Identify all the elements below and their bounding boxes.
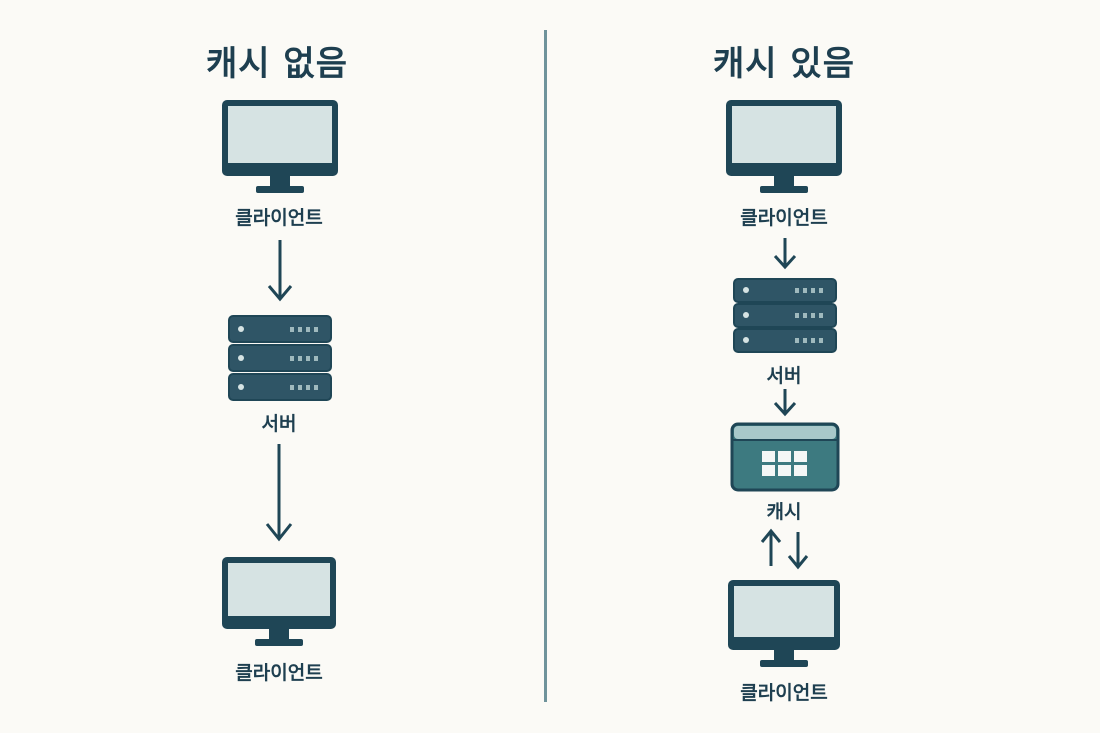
client-monitor-icon — [220, 98, 340, 196]
arrow-down-icon — [266, 238, 294, 302]
client-label: 클라이언트 — [740, 682, 828, 704]
panel-divider — [544, 30, 547, 702]
arrow-down-icon — [264, 442, 294, 542]
client-label: 클라이언트 — [235, 207, 323, 229]
cache-label: 캐시 — [766, 501, 802, 523]
bidirectional-arrows-icon — [757, 528, 813, 570]
client-label: 클라이언트 — [740, 207, 828, 229]
cache-icon — [730, 422, 840, 492]
server-label: 서버 — [766, 365, 802, 387]
server-rack-icon — [733, 278, 837, 354]
client-monitor-icon — [724, 98, 844, 196]
title-no-cache: 캐시 없음 — [206, 44, 348, 84]
client-monitor-icon — [220, 555, 338, 649]
arrow-down-icon — [772, 236, 798, 270]
client-monitor-icon — [726, 578, 842, 670]
server-rack-icon — [228, 315, 332, 401]
client-label: 클라이언트 — [235, 662, 323, 684]
title-with-cache: 캐시 있음 — [713, 44, 855, 84]
arrow-down-icon — [772, 387, 798, 417]
server-label: 서버 — [261, 413, 297, 435]
